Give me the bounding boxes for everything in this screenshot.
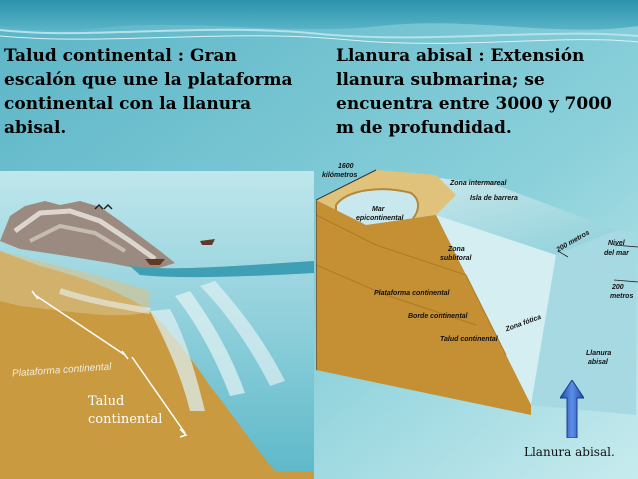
llanura-definition-text: Llanura abisal : Extensión llanura subma… [336, 44, 636, 140]
talud-definition-line: continental con la llanura [4, 94, 252, 114]
talud-definition-line: abisal. [4, 118, 67, 138]
llanura-definition-line: encuentra entre 3000 y 7000 [336, 94, 612, 114]
zona-intermareal-label: Zona intermareal [450, 180, 507, 187]
scale-unit: kilómetros [322, 172, 358, 179]
cm-200-label-2: metros [610, 293, 634, 300]
ocean-floor-block-diagram [316, 169, 638, 415]
epicontinental-label: epicontinental [356, 215, 404, 222]
zona-sublitoral-label-1: Zona [448, 246, 465, 253]
plataforma-continental-block-label: Plataforma continental [374, 290, 450, 297]
zona-sublitoral-label-2: sublitoral [440, 255, 472, 262]
talud-definition-line: escalón que une la plataforma [4, 70, 293, 90]
continental-slope-illustration [0, 171, 314, 479]
llanura-definition-line: m de profundidad. [336, 118, 512, 138]
llanura-abisal-label-1: Llanura [586, 350, 612, 357]
scale-value: 1600 [338, 163, 354, 170]
talud-definition-line: Talud continental : Gran [4, 46, 237, 66]
borde-continental-label: Borde continental [408, 313, 468, 320]
talud-label-line1: Talud [88, 394, 125, 409]
llanura-definition-line: Llanura abisal : Extensión [336, 46, 585, 66]
nivel-mar-label-1: Nivel [608, 240, 625, 247]
up-arrow-icon [560, 380, 584, 438]
arrow-caption: Llanura abisal. [524, 445, 615, 459]
cm-200-label-1: 200 [612, 284, 624, 291]
talud-definition-text: Talud continental : Gran escalón que une… [4, 44, 324, 140]
llanura-abisal-label-2: abisal [588, 359, 608, 366]
talud-continental-block-label: Talud continental [440, 336, 498, 343]
nivel-mar-label-2: del mar [604, 250, 629, 257]
mar-label: Mar [372, 206, 385, 213]
talud-label-line2: continental [88, 412, 163, 427]
llanura-definition-line: llanura submarina; se [336, 70, 545, 90]
isla-barrera-label: Isla de barrera [470, 195, 518, 202]
